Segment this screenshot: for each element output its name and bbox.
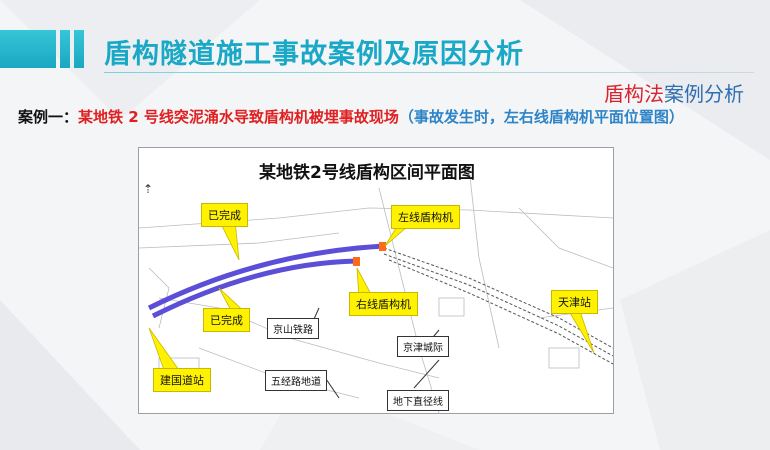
label-jingjin-city: 京津城际: [397, 336, 449, 357]
callout-done-bottom: 已完成: [203, 308, 250, 332]
case-label: 案例一：: [18, 108, 79, 126]
right-machine-marker: [353, 257, 360, 266]
case-title: 某地铁 2 号线突泥涌水导致盾构机被埋事故现场: [78, 108, 399, 126]
page-title: 盾构隧道施工事故案例及原因分析: [104, 39, 524, 70]
label-wujing-tunnel: 五经路地道: [265, 370, 327, 391]
section-tag: 盾构法案例分析: [604, 78, 744, 107]
title-underline: [104, 72, 754, 73]
map-title: 某地铁2号线盾构区间平面图: [259, 163, 475, 183]
right-tunnel: [151, 258, 358, 319]
left-tunnel: [147, 243, 385, 311]
section-tag-blue: 案例分析: [664, 82, 744, 106]
section-tag-red: 盾构法: [604, 82, 664, 106]
left-machine-marker: [379, 242, 386, 251]
label-jingshan-railway: 京山铁路: [267, 318, 319, 339]
callout-left-machine: 左线盾构机: [391, 205, 460, 229]
title-block-1: [0, 30, 56, 68]
north-arrow-icon: ⇡: [143, 182, 154, 196]
site-plan-map: ⇡ 某地铁2号线盾构区间平面图 已完成 已完成 左线盾构机 右线盾构机 天津站 …: [138, 147, 614, 414]
label-underground-line: 地下直径线: [387, 390, 449, 411]
callout-tianjin-station: 天津站: [551, 290, 598, 314]
title-block-3: [74, 30, 84, 68]
title-bar: 盾构隧道施工事故案例及原因分析: [0, 30, 770, 70]
callout-jianguo-station: 建国道站: [153, 368, 211, 392]
case-heading: 案例一：某地铁 2 号线突泥涌水导致盾构机被埋事故现场（事故发生时，左右线盾构机…: [18, 106, 684, 127]
title-decoration: [0, 30, 84, 68]
case-note: （事故发生时，左右线盾构机平面位置图）: [398, 108, 684, 126]
callout-right-machine: 右线盾构机: [349, 292, 418, 316]
title-block-2: [60, 30, 70, 68]
callout-done-top: 已完成: [201, 203, 248, 227]
